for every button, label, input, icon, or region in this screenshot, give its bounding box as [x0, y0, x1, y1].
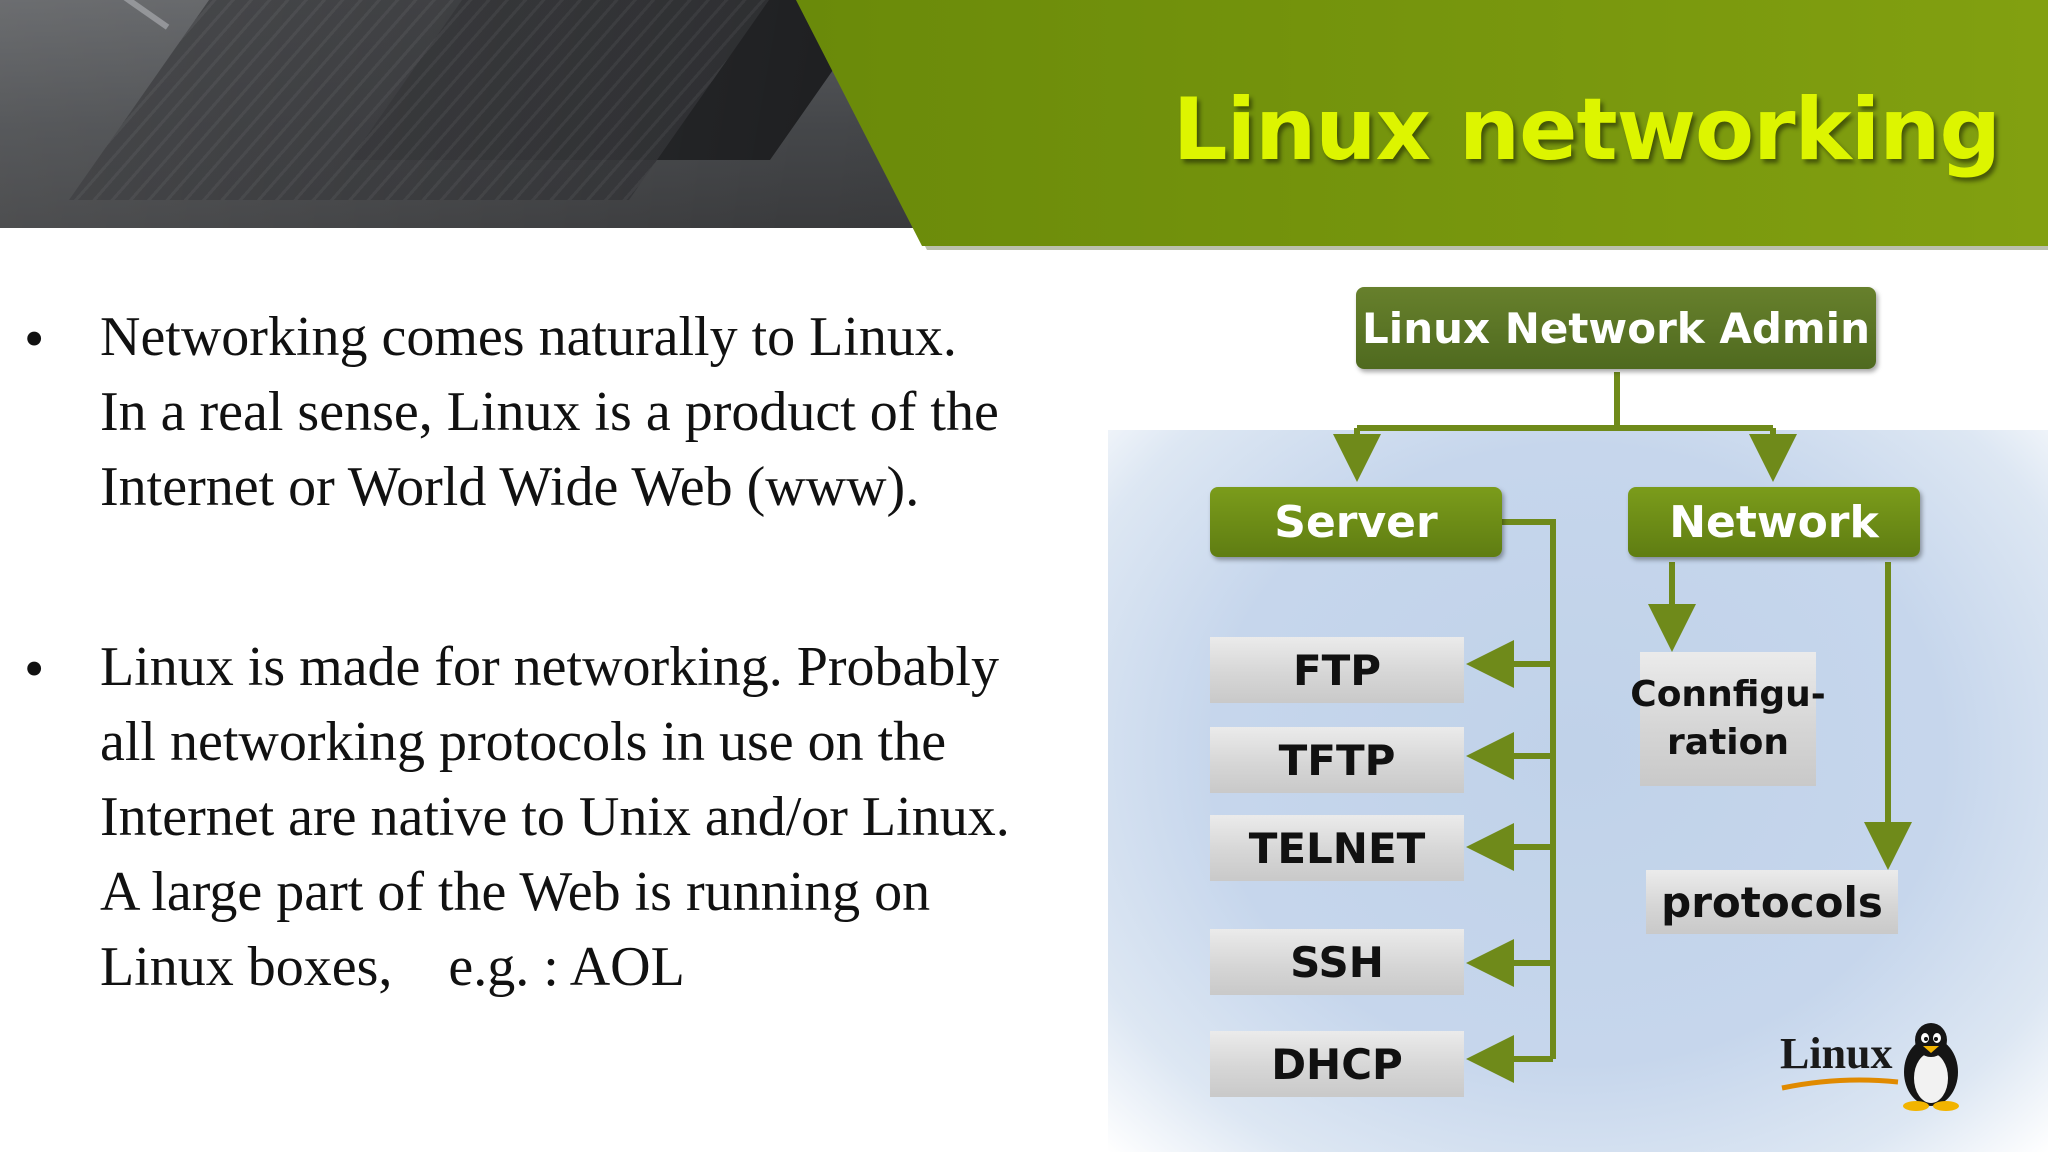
bullet-line: Internet or World Wide Web (www).: [100, 456, 920, 518]
config-line: ration: [1667, 722, 1789, 763]
bullet-line: Linux boxes, e.g. : AOL: [100, 936, 685, 998]
network-node: Network: [1628, 487, 1920, 557]
slide-title: Linux networking: [1172, 80, 2001, 180]
bullet-line: all networking protocols in use on the: [100, 711, 947, 773]
linux-logo-text: Linux: [1780, 1029, 1893, 1078]
server-item-dhcp: DHCP: [1210, 1031, 1464, 1097]
bullet-marker: •: [24, 636, 45, 701]
bullet-text: Networking comes naturally to Linux. In …: [100, 300, 1130, 525]
root-node: Linux Network Admin: [1356, 287, 1876, 369]
server-item-ssh: SSH: [1210, 929, 1464, 995]
server-item-telnet: TELNET: [1210, 815, 1464, 881]
bullet-marker: •: [24, 306, 45, 371]
title-banner: [796, 0, 2048, 250]
server-item-ftp: FTP: [1210, 637, 1464, 703]
bullet-text: Linux is made for networking. Probably a…: [100, 630, 1130, 1005]
linux-logo: Linux: [1780, 1020, 1970, 1111]
server-node: Server: [1210, 487, 1502, 557]
bullet-line: In a real sense, Linux is a product of t…: [100, 381, 999, 443]
config-line: Connfigu-: [1630, 674, 1826, 715]
logo-swoosh-icon: [1781, 1077, 1899, 1091]
bullet-line: Linux is made for networking. Probably: [100, 636, 999, 698]
bullet-line: Networking comes naturally to Linux.: [100, 306, 957, 368]
tux-penguin-icon: [1903, 1023, 1959, 1111]
network-item-protocols: protocols: [1646, 870, 1898, 934]
network-item-configuration: Connfigu- ration: [1630, 652, 1826, 786]
bullet-line: A large part of the Web is running on: [100, 861, 931, 923]
bullet-line: Internet are native to Unix and/or Linux…: [100, 786, 1010, 848]
server-item-tftp: TFTP: [1210, 727, 1464, 793]
